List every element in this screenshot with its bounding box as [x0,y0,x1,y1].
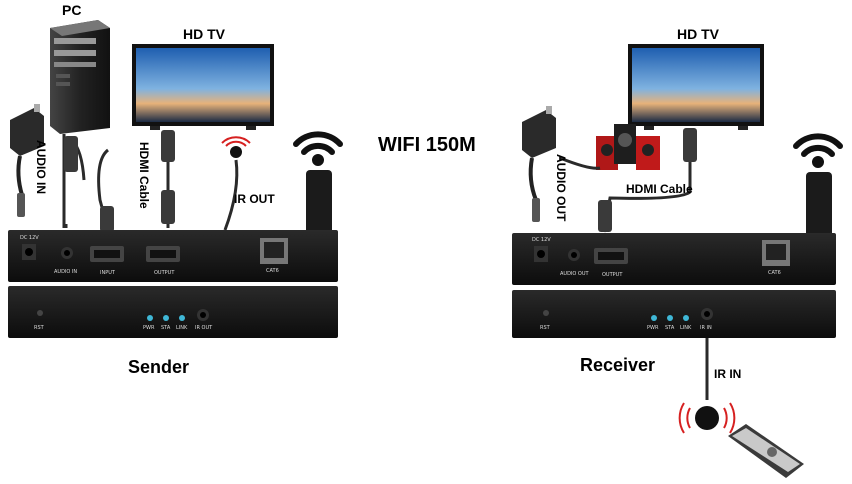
hd-tv-sender-icon [132,44,274,130]
sender-hdmi-plugs [64,130,175,232]
ir-out-label: IR OUT [234,192,275,206]
receiver-ir-port-label: IR IN [700,325,712,331]
receiver-dc-port-label: DC 12V [532,237,551,243]
sender-pwr-label: PWR [143,325,155,331]
receiver-pwr-label: PWR [647,325,659,331]
sender-cat-port-label: CAT6 [266,268,279,274]
remote-control-icon [728,424,804,478]
wifi-title: WIFI 150M [378,134,476,156]
hdmi-cable-receiver-label: HDMI Cable [626,182,693,196]
sender-dc-port-label: DC 12V [20,235,39,241]
pc-tower-icon [50,20,110,134]
receiver-audio-port-label: AUDIO OUT [560,271,589,277]
receiver-cables [559,130,709,400]
ir-in-label: IR IN [714,367,742,381]
sender-ir-port-label: IR OUT [195,325,213,331]
receiver-output-port-label: OUTPUT [602,272,623,278]
receiver-rst-label: RST [540,325,550,331]
receiver-hdmi-plugs [598,128,697,232]
ir-emitter-icon [221,136,251,158]
wifi-sender-icon [293,131,343,166]
sender-rst-label: RST [34,325,44,331]
hd-tv-receiver-label: HD TV [677,26,719,42]
pc-label: PC [62,2,82,18]
hd-tv-receiver-icon [628,44,764,130]
sender-box-bottom [8,286,338,338]
receiver-box-bottom [512,290,836,338]
sender-box-top [8,230,338,282]
power-adapter-receiver-icon [522,106,556,222]
ir-receiver-icon [678,402,736,434]
sender-sta-label: STA [161,325,171,331]
hd-tv-sender-label: HD TV [183,26,225,42]
receiver-caption: Receiver [580,355,656,375]
receiver-link-label: LINK [680,325,692,331]
receiver-sta-label: STA [665,325,675,331]
sender-audio-port-label: AUDIO IN [54,269,78,275]
audio-out-label: AUDIO OUT [554,154,568,222]
speaker-icon [596,124,660,170]
sender-output-port-label: OUTPUT [154,270,175,276]
receiver-cat-port-label: CAT6 [768,270,781,276]
audio-in-label: AUDIO IN [34,140,48,194]
hdmi-cable-sender-label: HDMI Cable [137,142,151,209]
sender-link-label: LINK [176,325,188,331]
receiver-box-top [512,233,836,285]
sender-caption: Sender [128,357,190,377]
wifi-receiver-icon [793,133,843,168]
power-adapter-sender-icon [10,104,44,217]
sender-input-port-label: INPUT [100,270,115,276]
